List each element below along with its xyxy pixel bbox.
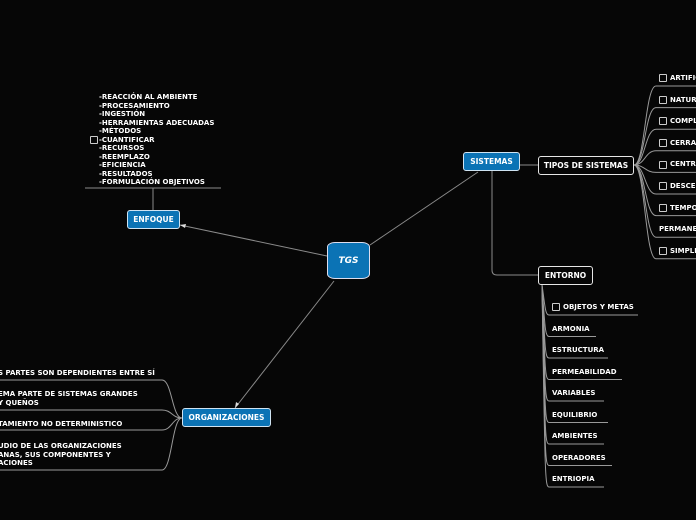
tipo-item[interactable]: NATUR [659,96,696,105]
organizacion-item[interactable]: TAMIENTO NO DETERMINISTICO [0,420,123,428]
branch-line [633,107,696,166]
entorno-label: ESTRUCTURA [552,346,605,354]
note-line: -INGESTIÓN [99,110,146,118]
note-line: -MÉTODOS [99,127,142,135]
enfoque-note: -REACCIÓN AL AMBIENTE-PROCESAMIENTO-INGE… [99,93,214,187]
tipo-item[interactable]: PERMANE [659,225,696,234]
entorno-item[interactable]: VARIABLES [552,389,595,398]
entorno-item[interactable]: AMBIENTES [552,432,598,441]
entorno-label: OBJETOS Y METAS [563,303,634,311]
entorno-label: ARMONIA [552,324,590,333]
checkbox-icon[interactable] [659,203,667,212]
node-entorno[interactable]: ENTORNO [538,266,593,285]
tipo-item[interactable]: COMPL [659,117,696,126]
link-tgs-enfoque [179,224,328,257]
link-sistemas-entorno [491,171,538,276]
arrow-organizaciones [235,402,239,408]
node-enfoque[interactable]: ENFOQUE [127,210,180,229]
entorno-label: AMBIENTES [552,432,598,440]
checkbox-icon[interactable] [659,95,667,104]
checkbox-icon[interactable] [659,117,667,126]
checkbox-icon[interactable] [659,247,667,256]
entorno-item[interactable]: ESTRUCTURA [552,346,604,355]
branch-line [0,409,183,419]
link-tgs-organizaciones [234,280,335,409]
tipo-label: COMPL [670,117,696,126]
entorno-item[interactable]: ARMONIA [552,325,590,334]
tipo-label: DESCE [670,182,696,190]
organizacion-item[interactable]: S PARTES SON DEPENDIENTES ENTRE SÍ [0,369,155,377]
node-tipos-de-sistemas[interactable]: TIPOS DE SISTEMAS [538,156,634,175]
note-line: -PROCESAMIENTO [99,101,170,110]
branch-line [633,150,696,166]
tipo-label: ARTIFIC [670,74,696,82]
tipo-label: SIMPLE [670,246,696,255]
tipo-item[interactable]: ARTIFIC [659,74,696,83]
entorno-label: VARIABLES [552,389,596,397]
note-line: -HERRAMIENTAS ADECUADAS [99,118,215,127]
tipo-item[interactable]: CERRA [659,139,696,148]
organizacion-item[interactable]: UDIO DE LAS ORGANIZACIONES ANAS, SUS COM… [0,442,122,467]
tipo-label: CENTRA [670,160,696,169]
tipo-item[interactable]: TEMPO [659,204,696,213]
root-node-tgs[interactable]: TGS [327,242,370,279]
entorno-label: EQUILIBRIO [552,410,598,419]
entorno-item[interactable]: ENTRIOPIA [552,475,595,484]
tipo-item[interactable]: CENTRA [659,160,696,169]
tipo-item[interactable]: SIMPLE [659,247,696,256]
node-organizaciones[interactable]: ORGANIZACIONES [182,408,271,427]
branch-line [0,417,183,471]
entorno-item[interactable]: PERMEABILIDAD [552,368,617,377]
checkbox-icon[interactable] [659,182,667,191]
note-line: -REACCIÓN AL AMBIENTE [99,93,198,101]
tipo-label: PERMANE [659,225,696,234]
checkbox-icon[interactable] [90,136,98,144]
entorno-item[interactable]: EQUILIBRIO [552,411,597,420]
note-line: -FORMULACIÓN OBJETIVOS [99,178,205,186]
note-line: -RECURSOS [99,144,145,152]
branch-line [633,164,696,173]
note-line: -REEMPLAZO [99,152,150,161]
branch-line [541,284,604,488]
checkbox-icon[interactable] [659,160,667,169]
branch-line [0,379,183,419]
node-sistemas[interactable]: SISTEMAS [463,152,520,171]
checkbox-icon[interactable] [552,303,560,312]
tipo-item[interactable]: DESCE [659,182,696,191]
branch-line [633,164,696,260]
tipo-label: NATUR [670,95,696,104]
entorno-label: ENTRIOPIA [552,475,595,483]
entorno-item[interactable]: OPERADORES [552,454,606,463]
checkbox-icon[interactable] [659,74,667,83]
link-tgs-sistemas [369,171,479,246]
entorno-label: PERMEABILIDAD [552,367,617,376]
branch-line [633,85,696,166]
tipo-label: TEMPO [670,203,696,212]
branch-line [633,128,696,166]
tipo-label: CERRA [670,138,696,147]
entorno-label: OPERADORES [552,453,606,462]
note-line: -RESULTADOS [99,169,153,178]
organizacion-item[interactable]: EMA PARTE DE SISTEMAS GRANDES Y QUEÑOS [0,390,138,407]
note-line: -CUANTIFICAR [99,135,155,144]
arrow-enfoque [180,224,186,228]
entorno-item[interactable]: OBJETOS Y METAS [552,303,634,312]
note-line: -EFICIENCIA [99,161,146,169]
branch-line [0,417,183,431]
checkbox-icon[interactable] [659,139,667,148]
